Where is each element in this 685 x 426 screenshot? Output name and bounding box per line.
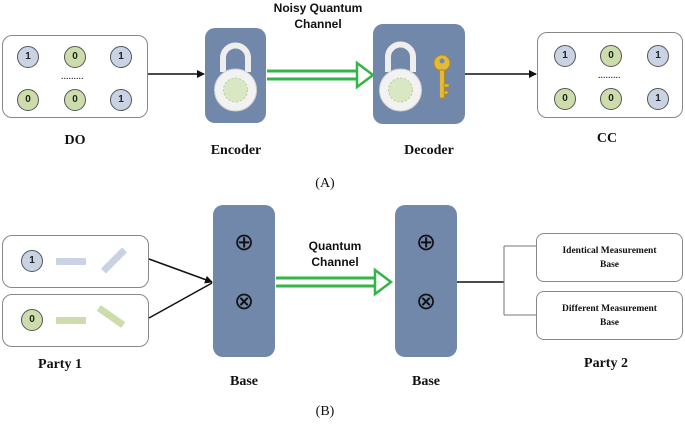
bracket-connector — [457, 245, 536, 316]
do-ellipsis: ......... — [61, 71, 84, 82]
party1-bit-top: 1 — [21, 250, 43, 272]
noisy-channel-arrow — [267, 60, 376, 90]
padlock-icon — [214, 42, 257, 112]
encoder-tile — [205, 28, 266, 123]
do-label: DO — [64, 133, 86, 148]
arrow-party1-bottom-to-base — [148, 282, 213, 319]
do-bit: 1 — [17, 46, 39, 68]
channel-label-a-line1: Noisy Quantum — [273, 1, 363, 15]
identical-line1: Identical Measurement — [562, 245, 657, 256]
different-measurement-base-box: Different Measurement Base — [536, 291, 683, 340]
identical-line2: Base — [600, 259, 619, 270]
oplus-icon: ⊕ — [415, 228, 437, 256]
party2-label: Party 2 — [584, 356, 628, 371]
arrow-party1-top-to-base — [148, 258, 213, 284]
decoder-tile — [373, 24, 465, 124]
cc-bit: 1 — [647, 88, 669, 110]
party1-box-top: 1 — [2, 235, 149, 288]
otimes-icon: ⊗ — [415, 287, 437, 315]
horizontal-polarization-icon — [56, 258, 86, 265]
caption-a: (A) — [315, 176, 335, 191]
padlock-icon — [379, 41, 422, 112]
decoder-label: Decoder — [404, 143, 454, 158]
do-bit: 1 — [110, 89, 132, 111]
do-bit: 1 — [110, 46, 132, 68]
channel-label-a: Noisy Quantum Channel — [258, 0, 378, 32]
cc-bit: 0 — [554, 88, 576, 110]
cc-label: CC — [596, 131, 618, 146]
oplus-icon: ⊕ — [233, 228, 255, 256]
channel-label-b-line1: Quantum — [308, 239, 362, 253]
channel-label-a-line2: Channel — [294, 17, 342, 31]
cc-box: 1 0 1 ......... 0 0 1 — [537, 32, 683, 118]
key-icon — [433, 54, 451, 99]
otimes-icon: ⊗ — [233, 287, 255, 315]
caption-b: (B) — [315, 404, 335, 419]
base1-pillar: ⊕ ⊗ — [213, 205, 275, 357]
encoder-label: Encoder — [210, 143, 262, 158]
horizontal-polarization-icon — [56, 317, 86, 324]
cc-bit: 1 — [647, 45, 669, 67]
do-bit: 0 — [17, 89, 39, 111]
cc-bit: 0 — [600, 88, 622, 110]
different-line2: Base — [599, 317, 619, 328]
party1-label: Party 1 — [38, 357, 82, 372]
channel-label-b: Quantum Channel — [275, 238, 395, 270]
quantum-channel-arrow — [276, 267, 394, 297]
base2-pillar: ⊕ ⊗ — [395, 205, 457, 357]
do-box: 1 0 1 ......... 0 0 1 — [2, 35, 148, 118]
base2-label: Base — [412, 374, 440, 389]
do-bit: 0 — [64, 46, 86, 68]
do-bit: 0 — [64, 89, 86, 111]
cc-ellipsis: ......... — [598, 70, 621, 81]
base1-label: Base — [230, 374, 258, 389]
different-line1: Different Measurement — [562, 303, 657, 314]
identical-measurement-base-box: Identical Measurement Base — [536, 233, 683, 282]
party1-box-bottom: 0 — [2, 294, 149, 347]
channel-label-b-line2: Channel — [311, 255, 359, 269]
cc-bit: 0 — [600, 45, 622, 67]
cc-bit: 1 — [554, 45, 576, 67]
party1-bit-bottom: 0 — [21, 309, 43, 331]
